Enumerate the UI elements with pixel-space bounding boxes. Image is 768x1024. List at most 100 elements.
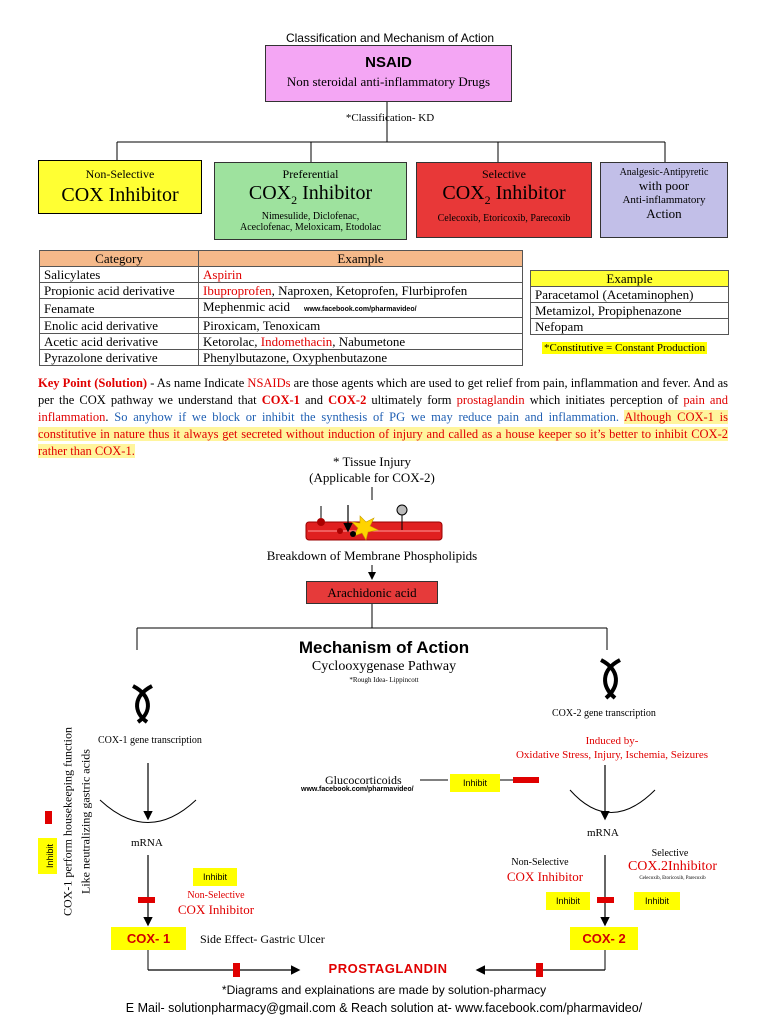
- induced-list: Oxidative Stress, Injury, Ischemia, Seiz…: [515, 749, 709, 761]
- nsaid-subtitle: Non steroidal anti-inflammatory Drugs: [286, 74, 491, 89]
- moa-subtitle: Cyclooxygenase Pathway: [311, 659, 457, 674]
- example-rest: , Naproxen, Ketoprofen, Flurbiprofen: [271, 283, 468, 298]
- table-watermark: www.facebook.com/pharmavideo/: [304, 306, 417, 313]
- preferential-examples-1: Nimesulide, Diclofenac,: [261, 211, 360, 222]
- key-point-cox2: COX-2: [328, 393, 367, 407]
- sel-right-small: Selective: [651, 848, 689, 859]
- inhibit-side-label: Inhibit: [45, 843, 56, 869]
- inhibit-bar-side: [45, 811, 52, 824]
- mrna-right: mRNA: [587, 827, 619, 839]
- constitutive-note: *Constitutive = Constant Production: [542, 342, 708, 354]
- table-row: Salicylates Aspirin: [39, 266, 523, 283]
- key-point-prostaglandin: prostaglandin: [456, 393, 525, 407]
- nonselective-small: Non-Selective: [85, 167, 155, 181]
- key-point-text-3: and: [299, 393, 329, 407]
- key-point-text-6: .: [105, 410, 115, 424]
- tissue-injury: * Tissue Injury: [332, 454, 412, 469]
- inhibit-glucocorticoids: Inhibit: [450, 774, 500, 792]
- preferential-inhibitor: Inhibitor: [297, 182, 373, 204]
- analgesic-line2: with poor: [638, 178, 690, 193]
- category-cell: Pyrazolone derivative: [39, 349, 199, 366]
- inhibit-bar-bottom-left: [233, 963, 240, 977]
- example-cell: Aspirin: [198, 266, 523, 283]
- membrane-illustration: [305, 504, 443, 541]
- analgesic-example-table: Example Paracetamol (Acetaminophen) Meta…: [530, 270, 729, 335]
- key-point-text-1: - As name Indicate: [147, 376, 248, 390]
- category-table-header: Category Example: [39, 250, 523, 267]
- inhibit-bar-glucocorticoids: [513, 777, 539, 783]
- nonselective-box: Non-Selective COX Inhibitor: [38, 160, 202, 214]
- key-point-text-5: which initiates perception of: [524, 393, 684, 407]
- cox1-label: COX- 1: [111, 927, 186, 950]
- analgesic-line4: Action: [646, 206, 682, 221]
- key-point-nsaids: NSAIDs: [247, 376, 291, 390]
- key-point-pain: pain and inflammation: [38, 393, 728, 424]
- example-cell: Mephenmic acid www.facebook.com/pharmavid…: [198, 298, 523, 318]
- inhibit-bar-left: [138, 897, 155, 903]
- inhibit-bar-right: [597, 897, 614, 903]
- pathway-watermark: www.facebook.com/pharmavideo/: [301, 786, 414, 793]
- nonsel-left-small: Non-Selective: [187, 890, 245, 901]
- selective-big: COX2 Inhibitor: [417, 182, 591, 211]
- example-rest: , Nabumetone: [332, 334, 406, 349]
- induced-by: Induced by-: [585, 735, 639, 747]
- mrna-left: mRNA: [131, 837, 163, 849]
- inhibit-right-sel: Inhibit: [634, 892, 680, 910]
- table-row: Propionic acid derivative Ibuproprofen, …: [39, 282, 523, 299]
- selective-cox: COX: [442, 182, 485, 204]
- table-row: Fenamate Mephenmic acid www.facebook.com/…: [39, 298, 523, 318]
- breakdown-label: Breakdown of Membrane Phospholipids: [266, 548, 478, 563]
- example-cell: Piroxicam, Tenoxicam: [198, 317, 523, 334]
- selective-small: Selective: [482, 167, 526, 181]
- analgesic-example-row: Nefopam: [530, 318, 729, 335]
- analgesic-example-row: Paracetamol (Acetaminophen): [530, 286, 729, 303]
- key-point-text-2: are those agents which are used to get r…: [38, 376, 728, 407]
- nsaid-box: NSAID Non steroidal anti-inflammatory Dr…: [265, 45, 512, 102]
- table-row: Acetic acid derivative Ketorolac, Indome…: [39, 333, 523, 350]
- side-note-2: Like neutralizing gastric acids: [78, 749, 93, 894]
- inhibit-side: Inhibit: [38, 838, 57, 874]
- category-table: Category Example Salicylates Aspirin Pro…: [39, 250, 523, 366]
- example-red: Ibuproprofen: [203, 283, 272, 298]
- example-cell: Ketorolac, Indomethacin, Nabumetone: [198, 333, 523, 350]
- nonsel-left-big: COX Inhibitor: [177, 902, 255, 917]
- preferential-cox: COX: [248, 182, 292, 204]
- sel-right-drugs: Celecoxib, Etoricoxib, Parecoxib: [639, 876, 706, 881]
- example-rest: Phenylbutazone, Oxyphenbutazone: [203, 350, 388, 365]
- footer-line1: *Diagrams and explainations are made by …: [221, 983, 547, 997]
- selective-examples: Celecoxib, Etoricoxib, Parecoxib: [437, 213, 571, 224]
- prostaglandin-label: PROSTAGLANDIN: [328, 961, 448, 976]
- analgesic-example-header: Example: [530, 270, 729, 287]
- inhibit-right-nonsel: Inhibit: [546, 892, 590, 910]
- preferential-small: Preferential: [282, 167, 339, 181]
- example-cell: Phenylbutazone, Oxyphenbutazone: [198, 349, 523, 366]
- selective-box: Selective COX2 Inhibitor Celecoxib, Etor…: [416, 162, 592, 238]
- nsaid-title: NSAID: [365, 54, 412, 71]
- side-note-1: COX-1 perform housekeeping function: [60, 727, 75, 916]
- top-title: Classification and Mechanism of Action: [285, 31, 495, 45]
- analgesic-example-row: Metamizol, Propiphenazone: [530, 302, 729, 319]
- example-red: Indomethacin: [260, 334, 333, 349]
- key-point-label: Key Point (Solution): [38, 376, 148, 390]
- preferential-sub: 2: [291, 193, 298, 207]
- category-cell: Enolic acid derivative: [39, 317, 199, 334]
- key-point-text-4: ultimately form: [366, 393, 457, 407]
- table-row: Enolic acid derivative Piroxicam, Tenoxi…: [39, 317, 523, 334]
- example-red: Aspirin: [203, 267, 242, 282]
- inhibit-left: Inhibit: [193, 868, 237, 886]
- dna-left-icon: [131, 684, 154, 724]
- selective-sub: 2: [484, 193, 491, 207]
- inhibit-bar-bottom-right: [536, 963, 543, 977]
- example-header: Example: [198, 250, 523, 267]
- example-rest: Mephenmic acid: [203, 299, 290, 314]
- sel-right-big: COX.2Inhibitor: [627, 859, 718, 874]
- arachidonic-box: Arachidonic acid: [306, 581, 438, 604]
- example-cell: Ibuproprofen, Naproxen, Ketoprofen, Flur…: [198, 282, 523, 299]
- classification-ref: *Classification- KD: [345, 112, 435, 124]
- category-header: Category: [39, 250, 199, 267]
- side-effect: Side Effect- Gastric Ulcer: [200, 932, 325, 946]
- category-cell: Propionic acid derivative: [39, 282, 199, 299]
- category-cell: Fenamate: [39, 298, 199, 318]
- example-rest: Piroxicam, Tenoxicam: [203, 318, 321, 333]
